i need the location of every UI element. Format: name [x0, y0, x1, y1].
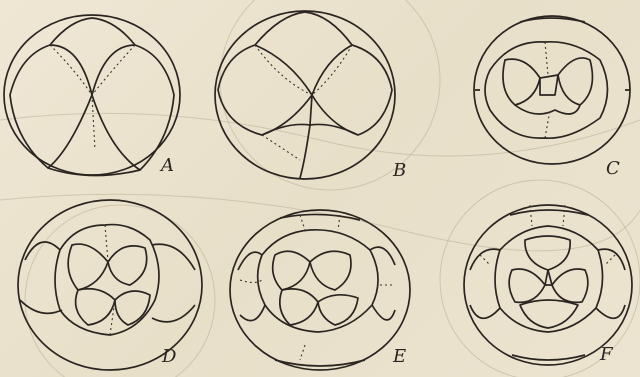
- panel-a-drawing: [4, 15, 180, 176]
- panel-d-drawing: [18, 200, 202, 370]
- panel-e-drawing: [230, 210, 410, 370]
- panel-label-d: D: [162, 348, 176, 366]
- panel-label-e: E: [393, 348, 406, 366]
- panel-label-a: A: [161, 157, 174, 175]
- panel-b-drawing: [215, 11, 395, 179]
- panel-label-c: C: [606, 160, 620, 178]
- panel-c-drawing: [474, 16, 630, 164]
- panel-label-b: B: [393, 162, 406, 180]
- panel-f-drawing: [464, 205, 632, 365]
- panel-label-f: F: [600, 346, 613, 364]
